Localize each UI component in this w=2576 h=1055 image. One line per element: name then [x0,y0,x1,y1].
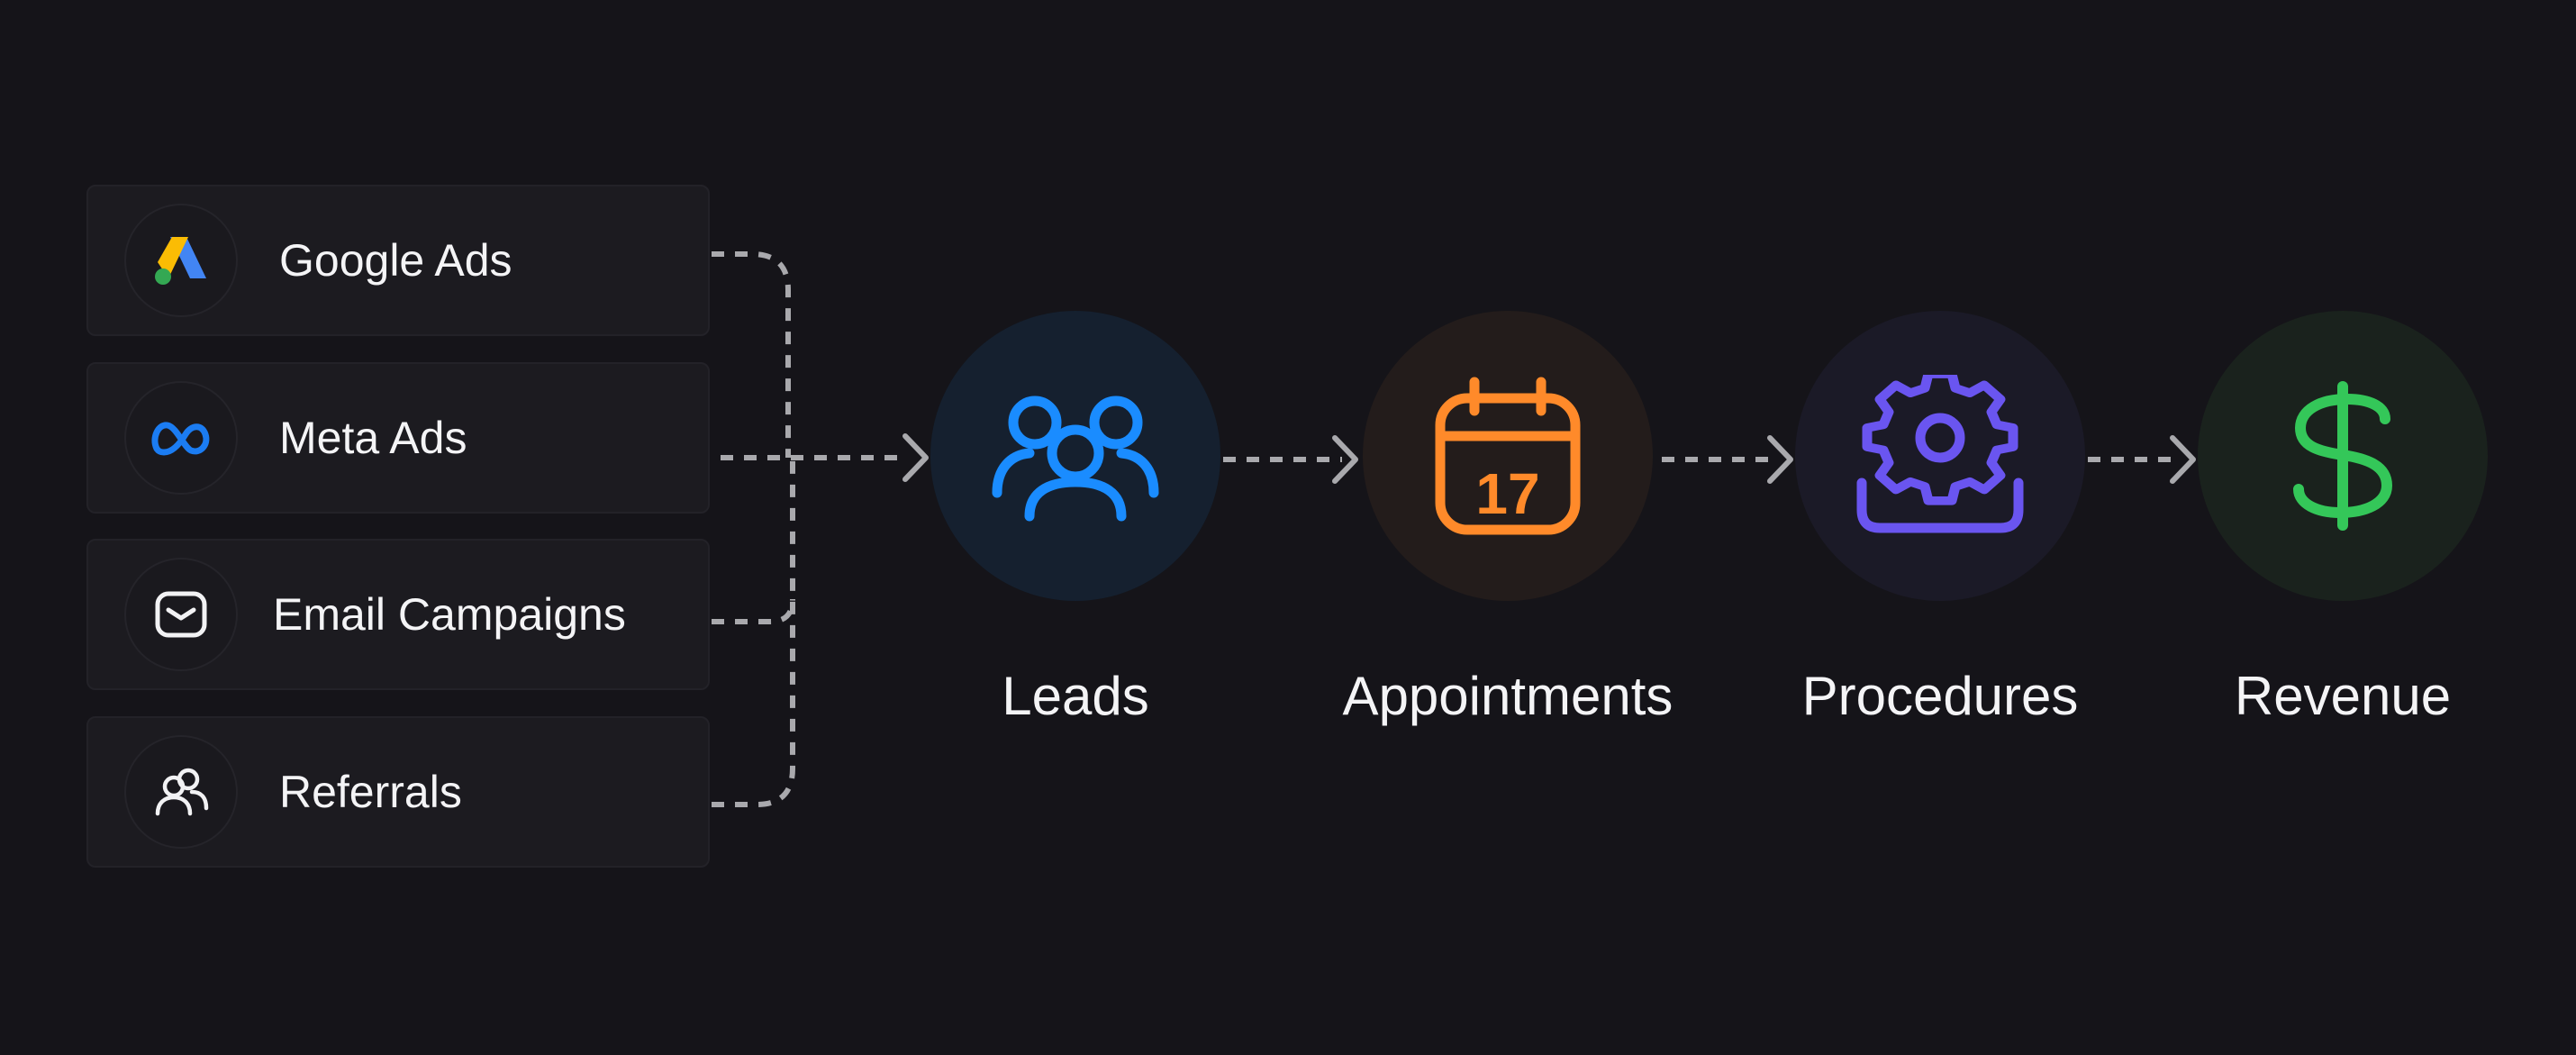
source-card-referrals: Referrals [86,716,710,868]
stage-circle-leads [930,311,1220,601]
source-label-meta-ads: Meta Ads [279,413,467,463]
arrow-head-procedures [1767,435,1793,484]
connector-email [712,598,795,624]
stage-label-revenue: Revenue [2234,666,2452,726]
calendar-day-text: 17 [1475,461,1539,526]
arrow-head-leads [903,433,929,482]
dollar-icon [2293,381,2392,531]
connector-referrals [712,458,795,807]
calendar-icon: 17 [1435,377,1581,535]
stage-circle-procedures [1795,311,2085,601]
stage-label-appointments: Appointments [1342,666,1673,726]
meta-icon [124,381,238,495]
source-card-google-ads: Google Ads [86,185,710,336]
stage-label-procedures: Procedures [1801,666,2079,726]
users-icon [124,735,238,849]
stage-circle-appointments: 17 [1363,311,1653,601]
source-card-email-campaigns: Email Campaigns [86,539,710,690]
source-label-email-campaigns: Email Campaigns [273,589,626,640]
source-card-meta-ads: Meta Ads [86,362,710,514]
source-label-referrals: Referrals [279,767,462,817]
stage-label-leads: Leads [1002,666,1149,726]
stage-circle-revenue [2198,311,2488,601]
source-label-google-ads: Google Ads [279,235,512,286]
google-ads-icon [124,204,238,317]
arrow-head-appointments [1332,435,1358,484]
arrow-head-revenue [2170,435,2196,484]
connector-google-ads [712,251,791,458]
mail-icon [124,558,238,671]
users-group-icon [992,396,1159,522]
gear-icon [1856,375,2024,533]
